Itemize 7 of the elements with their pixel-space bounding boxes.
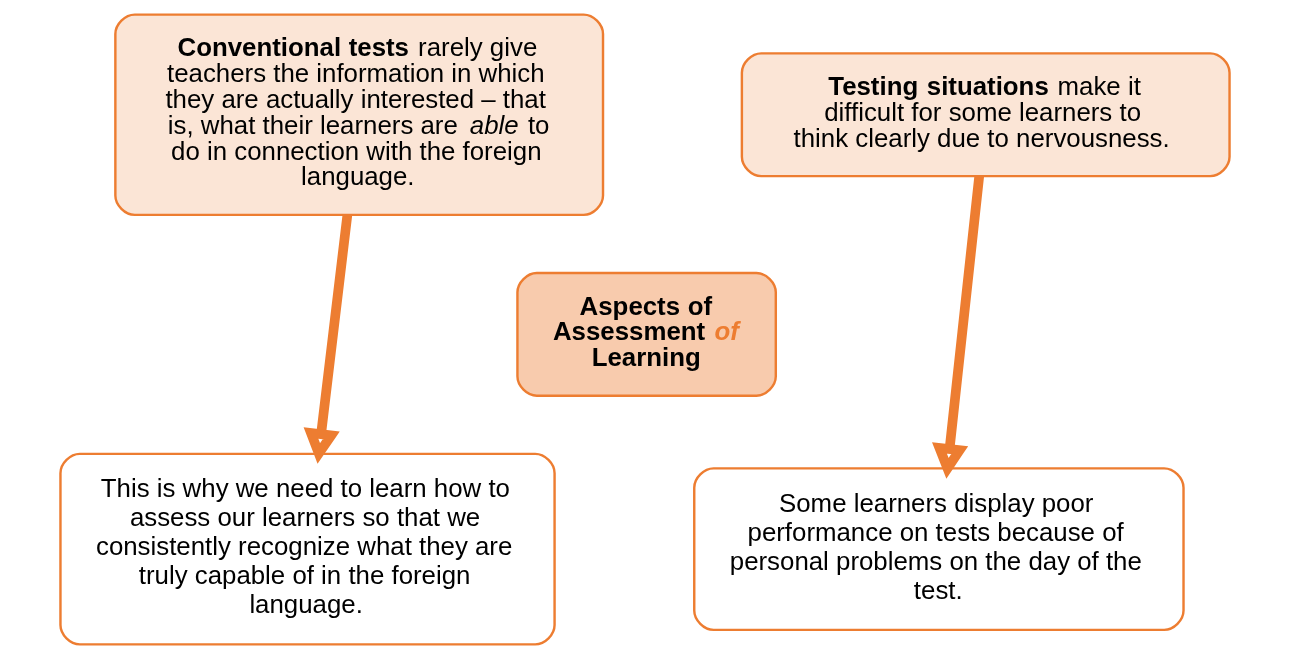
node-box: This is why we need to learn how to assess our learners so that we consistently recognize what they are truly capable of in the foreign language.: [59, 452, 556, 646]
arrow: [932, 175, 985, 479]
node-box: Conventional tests rarely give teachers the information in which they are actually interested – that is, what their learners are able to do in connection with the foreign language.: [114, 13, 605, 217]
node-box: Aspects of Assessment of Learning: [516, 271, 777, 397]
arrow: [303, 214, 353, 464]
node-box: Testing situations make it difficult for some learners to think clearly due to nervousness.: [740, 52, 1231, 178]
node-box: Some learners display poor performance on tests because of personal problems on the day of the test.: [693, 467, 1185, 632]
